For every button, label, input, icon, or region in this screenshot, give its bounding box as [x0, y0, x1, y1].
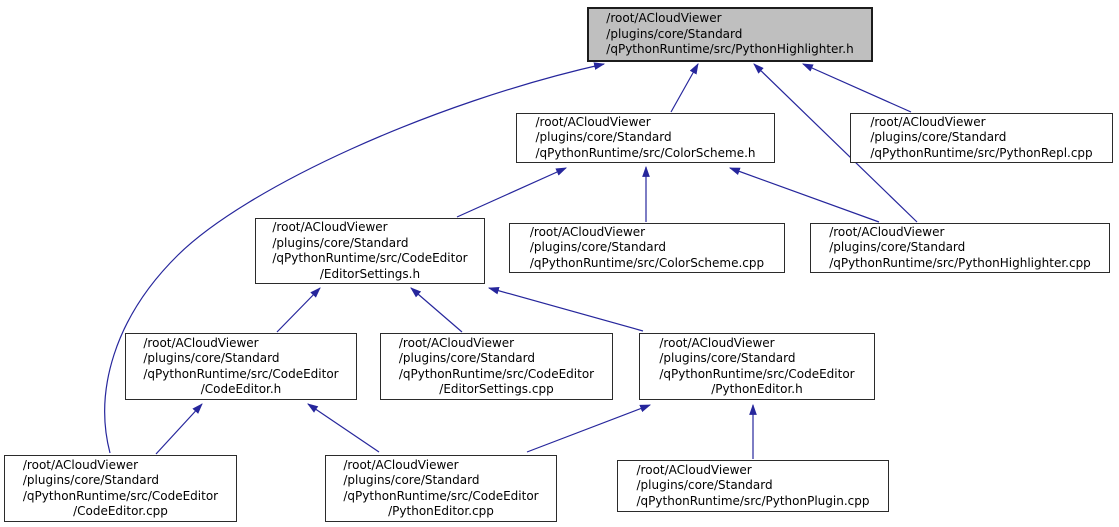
node-label-line: /root/ACloudViewer [22, 457, 139, 472]
node-label-line: /EditorSettings.h [319, 266, 421, 281]
node-label-line: /root/ACloudViewer [343, 457, 459, 472]
edge-editor-settings-h-to-color-scheme-h [456, 167, 568, 218]
node-label-line: /qPythonRuntime/src/PythonHighlighter.cp… [829, 255, 1091, 270]
node-label-line: /plugins/core/Standard [529, 240, 666, 255]
node-label: /root/ACloudViewer/plugins/core/Standard… [870, 115, 1092, 162]
node-label-line: /plugins/core/Standard [143, 351, 280, 365]
node-label-line: /qPythonRuntime/src/CodeEditor [343, 488, 539, 503]
node-label-line: /root/ACloudViewer [529, 224, 646, 239]
node-label-line: /qPythonRuntime/src/CodeEditor [398, 366, 595, 381]
node-label-line: /plugins/core/Standard [606, 26, 743, 41]
graph-node-python-repl-cpp[interactable]: /root/ACloudViewer/plugins/core/Standard… [850, 113, 1113, 163]
node-label-line: /qPythonRuntime/src/CodeEditor [272, 251, 468, 265]
graph-node-code-editor-h[interactable]: /root/ACloudViewer/plugins/core/Standard… [125, 333, 357, 400]
node-label-line: /qPythonRuntime/src/CodeEditor [143, 366, 339, 381]
edge-editor-settings-cpp-to-editor-settings-h [410, 287, 463, 333]
edge-code-editor-cpp-to-python-highlighter-h [104, 62, 606, 454]
node-label-line: /root/ACloudViewer [398, 335, 515, 350]
node-label: /root/ACloudViewer/plugins/core/Standard… [606, 11, 853, 58]
graph-node-python-editor-h[interactable]: /root/ACloudViewer/plugins/core/Standard… [639, 333, 875, 400]
node-label-line: /plugins/core/Standard [870, 130, 1007, 145]
node-label-line: /CodeEditor.cpp [73, 504, 168, 518]
node-label: /root/ACloudViewer/plugins/core/Standard… [23, 458, 218, 520]
node-label-line: /PythonEditor.h [711, 382, 803, 396]
node-label-line: /qPythonRuntime/src/CodeEditor [22, 488, 219, 503]
node-label-line: /qPythonRuntime/src/ColorScheme.h [535, 145, 756, 160]
node-label: /root/ACloudViewer/plugins/core/Standard… [637, 463, 870, 510]
node-label-line: /root/ACloudViewer [272, 220, 388, 234]
edge-python-highlighter-cpp-to-python-highlighter-h [753, 63, 918, 223]
node-label-line: /qPythonRuntime/src/CodeEditor [659, 366, 855, 381]
graph-node-python-plugin-cpp[interactable]: /root/ACloudViewer/plugins/core/Standard… [617, 460, 889, 512]
graph-node-editor-settings-cpp[interactable]: /root/ACloudViewer/plugins/core/Standard… [380, 333, 613, 400]
node-label-line: /qPythonRuntime/src/PythonRepl.cpp [870, 145, 1093, 160]
node-label-line: /plugins/core/Standard [272, 235, 409, 250]
node-label-line: /plugins/core/Standard [398, 351, 535, 365]
graph-node-code-editor-cpp[interactable]: /root/ACloudViewer/plugins/core/Standard… [4, 455, 237, 522]
node-label-line: /qPythonRuntime/src/ColorScheme.cpp [529, 255, 765, 270]
node-label: /root/ACloudViewer/plugins/core/Standard… [530, 225, 764, 272]
node-label: /root/ACloudViewer/plugins/core/Standard… [659, 336, 854, 398]
edge-python-highlighter-cpp-to-color-scheme-h [728, 167, 880, 223]
graph-node-color-scheme-cpp[interactable]: /root/ACloudViewer/plugins/core/Standard… [509, 223, 785, 273]
node-label: /root/ACloudViewer/plugins/core/Standard… [272, 220, 467, 282]
node-label-line: /plugins/core/Standard [535, 130, 672, 145]
edge-python-editor-h-to-editor-settings-h [487, 286, 644, 332]
edge-python-editor-cpp-to-code-editor-h [307, 403, 380, 453]
edge-code-editor-h-to-editor-settings-h [276, 287, 321, 333]
graph-node-color-scheme-h[interactable]: /root/ACloudViewer/plugins/core/Standard… [516, 113, 775, 163]
node-label: /root/ACloudViewer/plugins/core/Standard… [143, 336, 338, 398]
node-label-line: /root/ACloudViewer [606, 11, 722, 26]
node-label: /root/ACloudViewer/plugins/core/Standard… [343, 458, 538, 520]
graph-node-python-editor-cpp[interactable]: /root/ACloudViewer/plugins/core/Standard… [325, 455, 557, 522]
node-label-line: /root/ACloudViewer [659, 335, 775, 350]
graph-node-python-highlighter-cpp[interactable]: /root/ACloudViewer/plugins/core/Standard… [810, 223, 1110, 273]
node-label-line: /CodeEditor.h [200, 382, 282, 396]
edge-color-scheme-h-to-python-highlighter-h [670, 63, 699, 113]
node-label-line: /plugins/core/Standard [829, 240, 966, 255]
graph-node-editor-settings-h[interactable]: /root/ACloudViewer/plugins/core/Standard… [255, 218, 485, 284]
graph-node-python-highlighter-h[interactable]: /root/ACloudViewer/plugins/core/Standard… [587, 7, 873, 62]
node-label-line: /PythonEditor.cpp [388, 504, 494, 518]
edge-python-editor-cpp-to-python-editor-h [526, 404, 652, 453]
node-label: /root/ACloudViewer/plugins/core/Standard… [399, 336, 594, 398]
node-label-line: /qPythonRuntime/src/PythonHighlighter.h [606, 42, 854, 57]
node-label: /root/ACloudViewer/plugins/core/Standard… [829, 225, 1091, 272]
node-label-line: /plugins/core/Standard [659, 351, 796, 365]
node-label-line: /plugins/core/Standard [636, 478, 773, 493]
node-label-line: /root/ACloudViewer [535, 114, 651, 129]
node-label: /root/ACloudViewer/plugins/core/Standard… [535, 115, 755, 162]
node-label-line: /root/ACloudViewer [870, 114, 986, 129]
node-label-line: /qPythonRuntime/src/PythonPlugin.cpp [636, 493, 870, 508]
node-label-line: /plugins/core/Standard [343, 473, 480, 487]
node-label-line: /root/ACloudViewer [143, 335, 259, 350]
edge-python-repl-cpp-to-python-highlighter-h [801, 63, 912, 113]
edge-code-editor-cpp-to-code-editor-h [155, 403, 203, 455]
node-label-line: /root/ACloudViewer [829, 224, 945, 239]
node-label-line: /root/ACloudViewer [636, 462, 752, 477]
node-label-line: /EditorSettings.cpp [439, 382, 554, 396]
node-label-line: /plugins/core/Standard [22, 473, 159, 487]
